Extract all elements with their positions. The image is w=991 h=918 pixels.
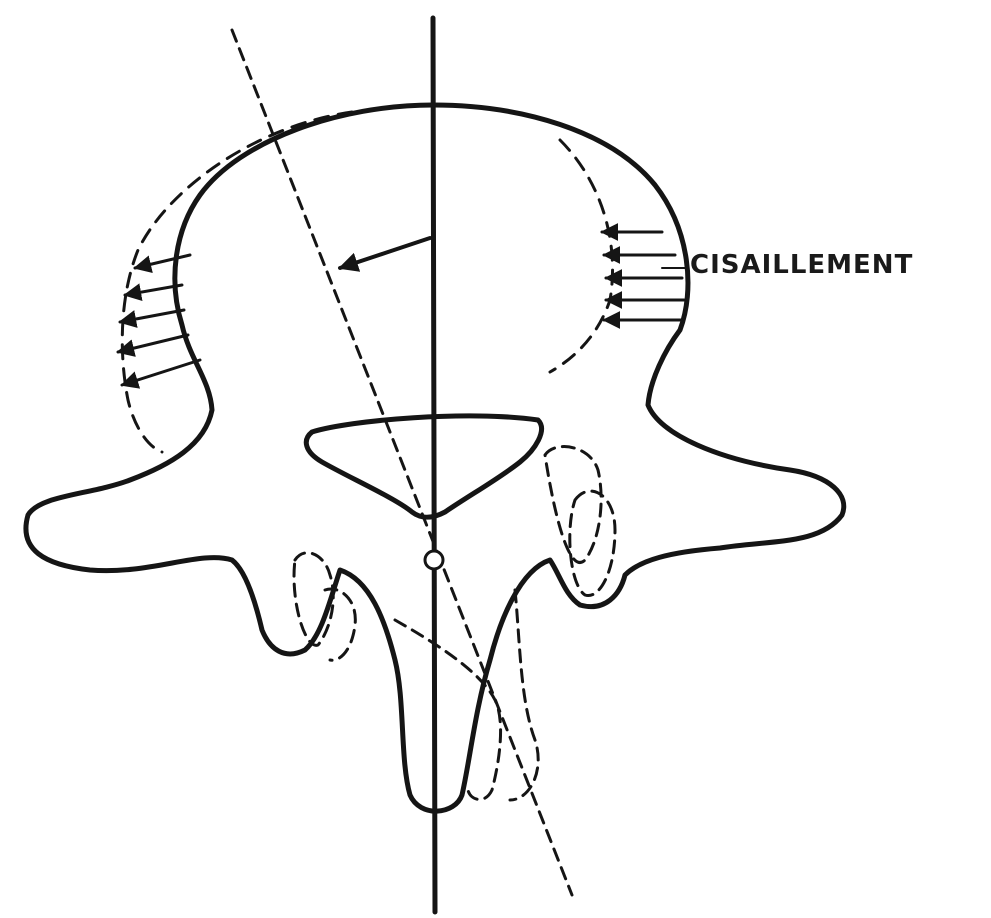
spinal-canal: [306, 416, 541, 517]
shear-label: CISAILLEMENT: [690, 252, 913, 278]
rotation-center: [425, 551, 443, 569]
rotation-arrow: [340, 238, 430, 268]
shear-arrows-right: [602, 232, 684, 320]
displaced-facets: [294, 447, 615, 800]
midline-axis: [433, 18, 435, 912]
displaced-body-left: [122, 112, 352, 452]
